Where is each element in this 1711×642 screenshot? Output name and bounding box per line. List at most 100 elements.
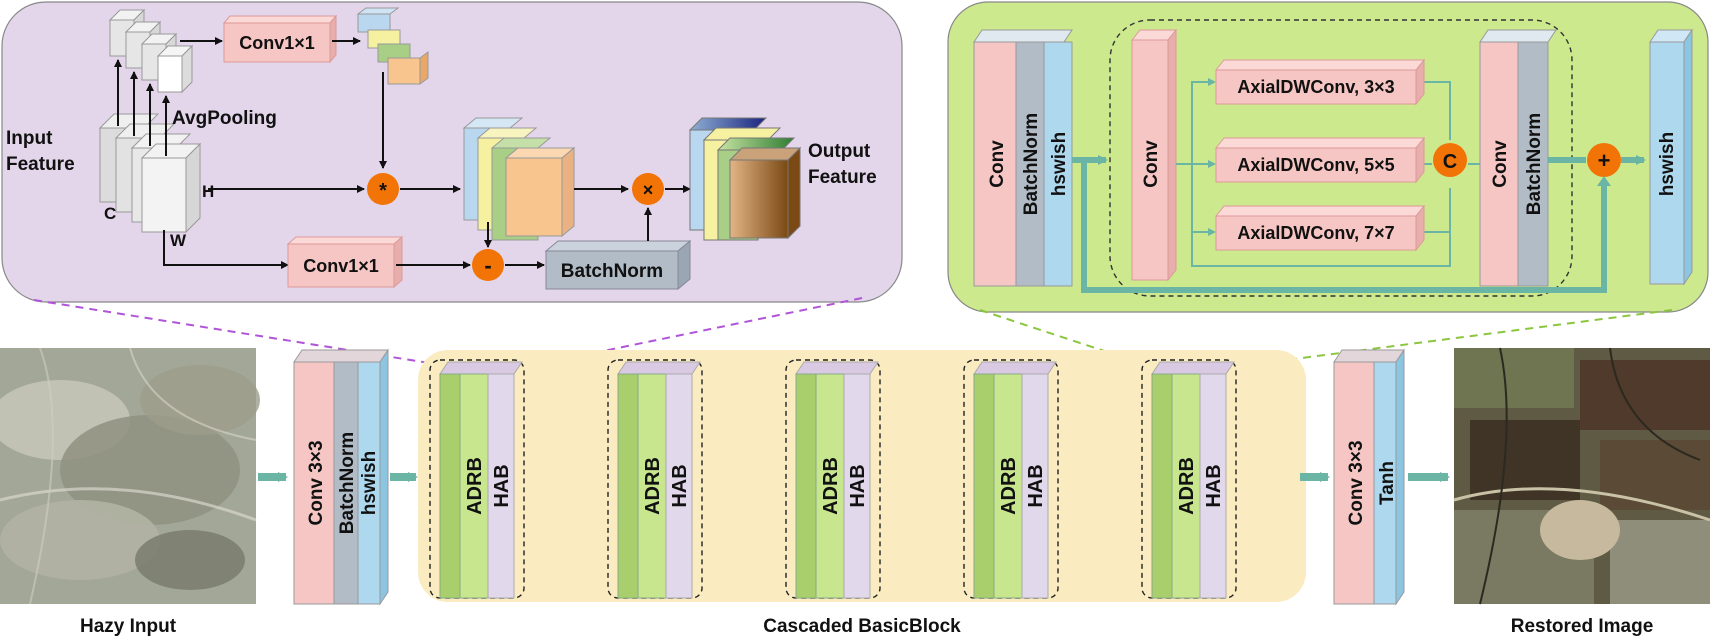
adrb-input-stack: Conv BatchNorm hswish <box>973 29 1073 287</box>
adrb-block-label: ADRB <box>998 457 1020 515</box>
stem-hswish-label: hswish <box>359 451 380 515</box>
adrb-side-face <box>439 373 461 599</box>
axialdwconv-5x5-block: AxialDWConv, 5×5 <box>1214 136 1426 184</box>
adrb-block-label: ADRB <box>820 457 842 515</box>
input-feature-label-line1: Input <box>6 128 53 149</box>
conv1x1-bottom-block: Conv1×1 <box>286 235 404 289</box>
hab-block-label: HAB <box>1025 464 1047 507</box>
multiply-operator <box>367 173 399 205</box>
output-feature-label-line2: Feature <box>808 167 877 188</box>
hab-block-label: HAB <box>491 464 513 507</box>
restored-image-caption: Restored Image <box>1511 616 1654 637</box>
hazy-input-image <box>0 347 260 605</box>
adrb-conv-label: Conv <box>987 140 1008 188</box>
multiply-operator-symbol: * <box>379 180 387 202</box>
adrb-zoom-line-left <box>979 309 1151 367</box>
attention-vector <box>356 7 429 85</box>
inner-conv-label: Conv <box>1141 140 1162 188</box>
hab-block <box>1021 373 1049 599</box>
residual-add-operator <box>1587 143 1621 177</box>
subtract-operator <box>472 249 504 281</box>
subtract-operator-symbol: - <box>484 253 491 278</box>
axialdwconv-5x5-label: AxialDWConv, 5×5 <box>1237 155 1394 175</box>
adrb-output-hswish-label: hswish <box>1657 132 1678 196</box>
adrb-side-face <box>973 373 995 599</box>
axialdwconv-3x3-label: AxialDWConv, 3×3 <box>1237 77 1394 97</box>
adrb-zoom-line-right <box>1239 309 1673 367</box>
axialdwconv-3x3-block: AxialDWConv, 3×3 <box>1214 58 1426 106</box>
head-conv-label: Conv 3×3 <box>1346 440 1367 525</box>
stem-stack: Conv 3×3 BatchNorm hswish <box>293 348 389 606</box>
pooled-feature-cubes <box>108 8 194 94</box>
post-concat-conv-label: Conv <box>1490 140 1511 188</box>
conv1x1-top-label: Conv1×1 <box>239 33 315 53</box>
adrb-batchnorm-label: BatchNorm <box>1021 113 1042 215</box>
adrb-output-hswish: hswish <box>1649 28 1693 286</box>
batchnorm-label: BatchNorm <box>561 261 663 282</box>
elementwise-product-operator <box>632 173 664 205</box>
adrb-detail-panel: Conv BatchNorm hswish Conv <box>947 1 1709 313</box>
hab-block <box>843 373 871 599</box>
basicblock-top-face <box>795 361 879 375</box>
hazy-input-caption: Hazy Input <box>80 616 177 637</box>
avgpool-arrows <box>114 59 170 156</box>
cascade-caption: Cascaded BasicBlock <box>763 616 961 637</box>
hab-block-label: HAB <box>669 464 691 507</box>
adrb-side-face <box>795 373 817 599</box>
head-tanh-label: Tanh <box>1377 461 1398 505</box>
concat-operator-symbol: C <box>1443 151 1457 173</box>
stem-conv-label: Conv 3×3 <box>306 440 327 525</box>
residual-connection <box>1081 160 1607 293</box>
hab-detail-panel: Input Feature C H W AvgPooling Conv1×1 * <box>1 1 903 303</box>
input-feature-label-line2: Feature <box>6 154 75 175</box>
adrb-block-label: ADRB <box>464 457 486 515</box>
batchnorm-block: BatchNorm <box>544 239 692 291</box>
conv1x1-bottom-label: Conv1×1 <box>303 256 379 276</box>
post-concat-stack: Conv BatchNorm <box>1479 29 1557 287</box>
adrb-block <box>637 373 667 599</box>
elementwise-product-symbol: × <box>643 180 654 200</box>
axialdwconv-7x7-label: AxialDWConv, 7×7 <box>1237 223 1394 243</box>
reweighted-feature-cube <box>462 117 576 241</box>
axis-c-label: C <box>104 204 116 223</box>
basicblock-top-face <box>973 361 1057 375</box>
stem-batchnorm-label: BatchNorm <box>337 432 358 534</box>
hab-block <box>665 373 693 599</box>
adrb-block <box>815 373 845 599</box>
concat-operator <box>1433 143 1467 177</box>
hab-block <box>487 373 515 599</box>
adrb-side-face <box>617 373 639 599</box>
basicblock-top-face <box>439 361 523 375</box>
residual-add-symbol: + <box>1598 148 1611 173</box>
input-feature-cube <box>98 113 202 234</box>
output-feature-cube <box>688 117 802 241</box>
hab-block-label: HAB <box>847 464 869 507</box>
head-stack: Conv 3×3 Tanh <box>1333 348 1405 606</box>
restored-image <box>1453 347 1711 605</box>
output-feature-label-line1: Output <box>808 141 871 162</box>
adrb-block-label: ADRB <box>1176 457 1198 515</box>
axialdwconv-7x7-block: AxialDWConv, 7×7 <box>1214 204 1426 252</box>
basicblock-top-face <box>617 361 701 375</box>
adrb-hswish-label: hswish <box>1049 132 1070 196</box>
conv1x1-top-block: Conv1×1 <box>222 14 338 64</box>
adrb-block-label: ADRB <box>642 457 664 515</box>
adrb-block <box>459 373 489 599</box>
adrb-side-face <box>1151 373 1173 599</box>
avgpooling-label: AvgPooling <box>172 108 277 129</box>
axis-w-label: W <box>170 231 187 250</box>
post-concat-batchnorm-label: BatchNorm <box>1524 113 1545 215</box>
adrb-block <box>1171 373 1201 599</box>
inner-conv-block: Conv <box>1130 28 1178 282</box>
axis-h-label: H <box>202 182 214 201</box>
hab-block-label: HAB <box>1203 464 1225 507</box>
hab-panel-background <box>1 1 903 303</box>
